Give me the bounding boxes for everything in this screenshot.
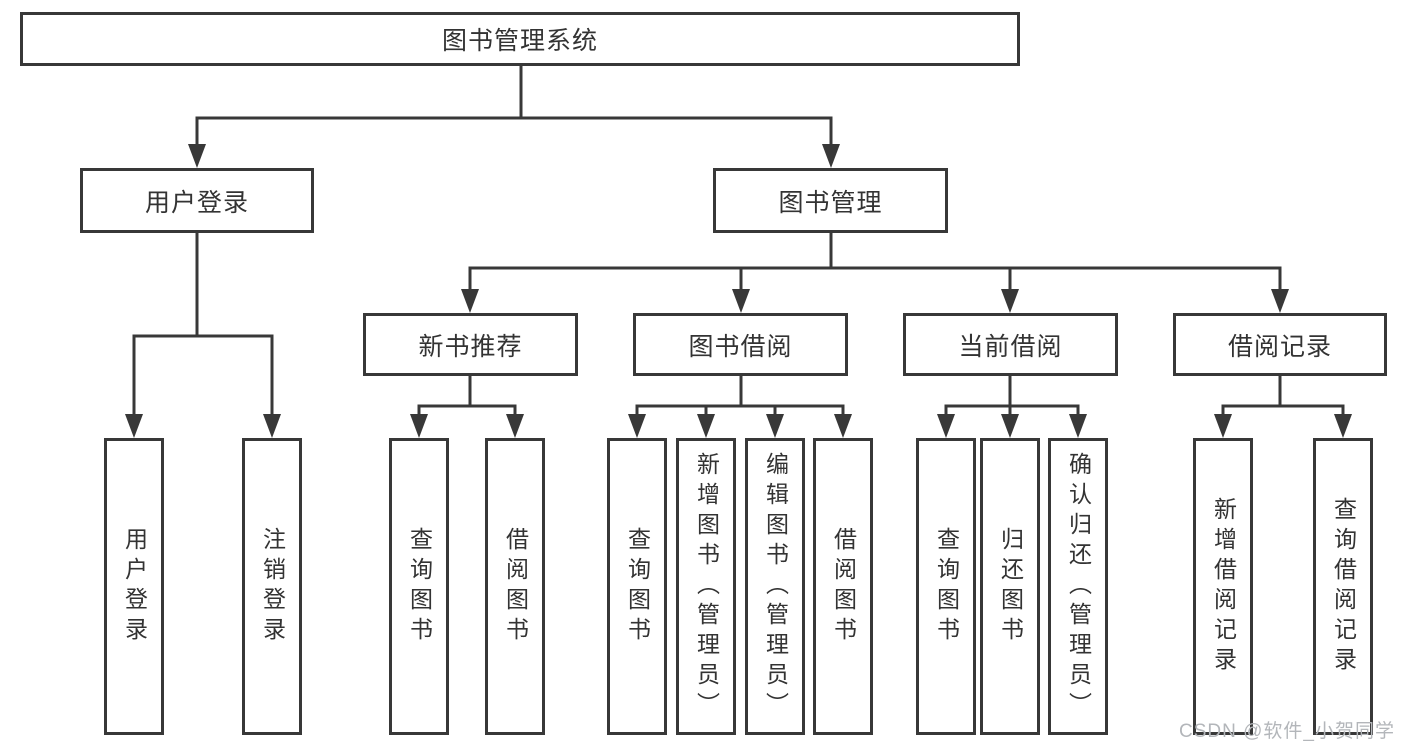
- leaf-borrow-books-recommend: 借阅图书: [485, 438, 545, 735]
- leaf-borrow-books-borrow-label: 借阅图书: [830, 526, 857, 647]
- node-user-login: 用户登录: [80, 168, 314, 233]
- leaf-add-books-admin: 新增图书（管理员）: [676, 438, 736, 735]
- node-book-management: 图书管理: [713, 168, 948, 233]
- leaf-user-login-label: 用户登录: [121, 526, 148, 647]
- leaf-borrow-books-borrow: 借阅图书: [813, 438, 873, 735]
- leaf-query-books-current: 查询图书: [916, 438, 976, 735]
- node-borrow-records-label: 借阅记录: [1227, 332, 1332, 361]
- node-new-book-recommend: 新书推荐: [363, 313, 578, 376]
- node-book-borrow-label: 图书借阅: [688, 332, 793, 361]
- leaf-user-login: 用户登录: [104, 438, 164, 735]
- leaf-confirm-return-admin: 确认归还（管理员）: [1048, 438, 1108, 735]
- leaf-edit-books-admin-label: 编辑图书（管理员）: [762, 451, 789, 722]
- leaf-borrow-books-recommend-label: 借阅图书: [502, 526, 529, 647]
- node-current-borrow-label: 当前借阅: [958, 332, 1063, 361]
- node-root: 图书管理系统: [20, 12, 1020, 66]
- node-new-book-recommend-label: 新书推荐: [418, 332, 523, 361]
- leaf-logout-login: 注销登录: [242, 438, 302, 735]
- leaf-confirm-return-admin-label: 确认归还（管理员）: [1065, 451, 1092, 722]
- csdn-watermark: CSDN @软件_小贺同学: [1179, 721, 1395, 742]
- leaf-query-books-recommend: 查询图书: [389, 438, 449, 735]
- leaf-query-books-borrow: 查询图书: [607, 438, 667, 735]
- leaf-query-books-current-label: 查询图书: [933, 526, 960, 647]
- node-current-borrow: 当前借阅: [903, 313, 1118, 376]
- leaf-logout-login-label: 注销登录: [259, 526, 286, 647]
- leaf-query-borrow-record: 查询借阅记录: [1313, 438, 1373, 735]
- leaf-query-books-recommend-label: 查询图书: [406, 526, 433, 647]
- node-book-management-label: 图书管理: [778, 188, 883, 217]
- node-borrow-records: 借阅记录: [1173, 313, 1387, 376]
- leaf-add-books-admin-label: 新增图书（管理员）: [693, 451, 720, 722]
- node-root-label: 图书管理系统: [441, 27, 598, 55]
- leaf-edit-books-admin: 编辑图书（管理员）: [745, 438, 805, 735]
- leaf-add-borrow-record: 新增借阅记录: [1193, 438, 1253, 735]
- leaf-return-books-label: 归还图书: [997, 526, 1024, 647]
- arrowheads: [125, 144, 1352, 438]
- leaf-return-books: 归还图书: [980, 438, 1040, 735]
- node-book-borrow: 图书借阅: [633, 313, 848, 376]
- leaf-query-books-borrow-label: 查询图书: [624, 526, 651, 647]
- leaf-add-borrow-record-label: 新增借阅记录: [1210, 496, 1237, 677]
- leaf-query-borrow-record-label: 查询借阅记录: [1330, 496, 1357, 677]
- tree-edges: [132, 64, 1345, 419]
- node-user-login-label: 用户登录: [144, 188, 249, 217]
